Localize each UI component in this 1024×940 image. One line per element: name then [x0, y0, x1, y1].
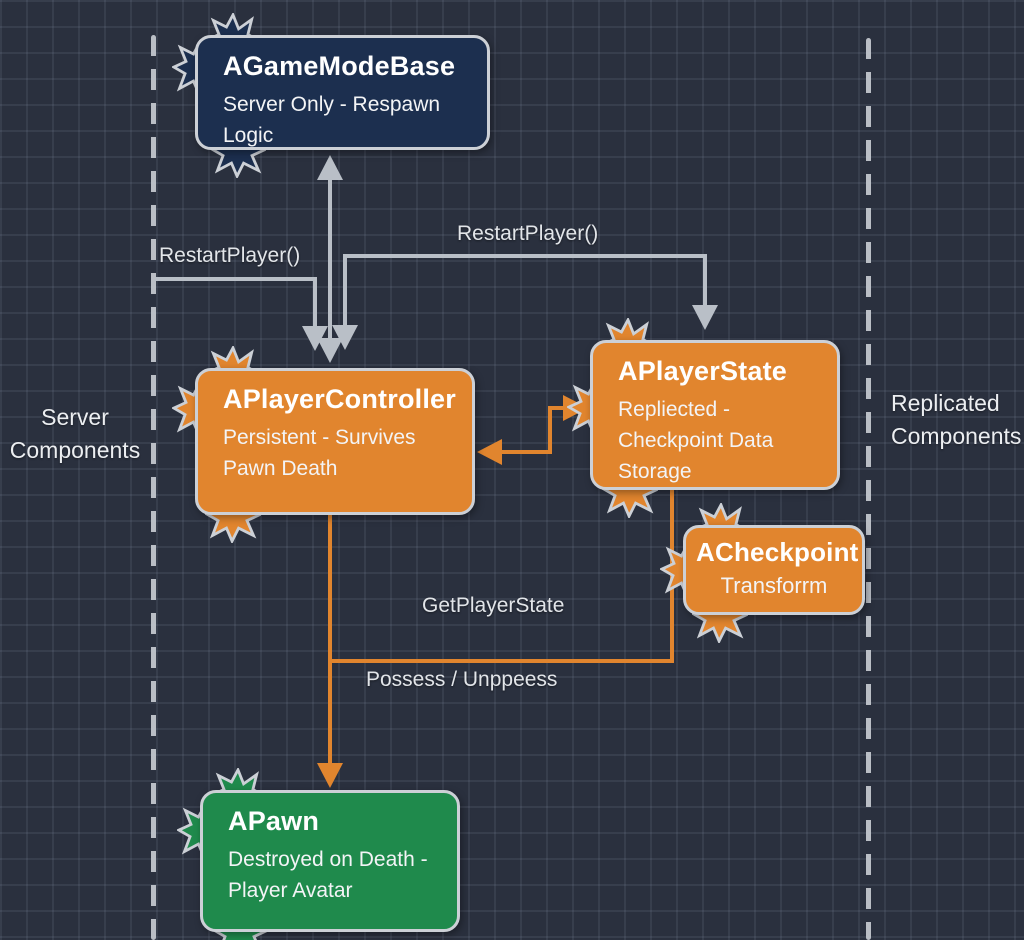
edge-restartplayer-left-hline — [155, 277, 317, 281]
node-subtitle: Destroyed on Death - Player Avatar — [228, 848, 428, 902]
node-agamemodebase: AGameModeBase Server Only - Respawn Logi… — [195, 35, 490, 150]
edge-label-possess: Possess / Unppeess — [366, 668, 558, 691]
lane-divider-right — [866, 38, 871, 940]
edge-label-restartplayer-right: RestartPlayer() — [457, 222, 599, 245]
node-subtitle: Transforrm — [720, 573, 828, 598]
lane-label-server-line1: Server — [41, 404, 109, 430]
edge-restartplayer-right-vline-left — [343, 254, 347, 326]
arrowhead-up-icon — [317, 155, 343, 180]
node-aplayerstate: APlayerState Repliected - Checkpoint Dat… — [590, 340, 840, 490]
arrowhead-down-icon — [317, 763, 343, 788]
node-title: ACheckpoint — [696, 537, 859, 567]
node-title: AGameModeBase — [223, 51, 456, 81]
edge-label-restartplayer-left: RestartPlayer() — [159, 244, 301, 267]
arrowhead-down-icon — [332, 325, 358, 350]
node-title: APawn — [228, 806, 320, 836]
arrowhead-left-icon — [477, 439, 502, 465]
edge-possess-vline — [328, 514, 332, 766]
node-subtitle: Persistent - Survives Pawn Death — [223, 426, 416, 480]
node-acheckpoint: ACheckpoint Transforrm — [683, 525, 865, 615]
lane-label-replicated: Replicated Components — [891, 387, 1024, 453]
arrowhead-down-icon — [302, 326, 328, 351]
edge-controller-state-vline — [548, 406, 552, 454]
lane-divider-left — [151, 35, 156, 940]
arrowhead-down-icon — [692, 305, 718, 330]
node-title: APlayerState — [618, 356, 787, 386]
edge-restartplayer-right-hline — [343, 254, 707, 258]
edge-controller-state-hline-bottom — [499, 450, 552, 454]
node-title: APlayerController — [223, 384, 456, 414]
lane-label-server: Server Components — [5, 401, 145, 467]
node-aplayercontroller: APlayerController Persistent - Survives … — [195, 368, 475, 515]
edge-label-getplayerstate: GetPlayerState — [422, 594, 565, 617]
edge-restartplayer-right-vline-right — [703, 254, 707, 306]
node-subtitle: Repliected - Checkpoint Data Storage — [618, 398, 774, 483]
lane-label-replicated-line2: Components — [891, 423, 1022, 449]
edge-gamemode-playercontroller-line — [328, 172, 332, 344]
edge-controller-state-hline-top — [550, 406, 568, 410]
node-apawn: APawn Destroyed on Death - Player Avatar — [200, 790, 460, 932]
edge-possess-hline — [328, 659, 674, 663]
edge-restartplayer-left-vline — [313, 277, 317, 327]
lane-label-replicated-line1: Replicated — [891, 390, 1000, 416]
node-subtitle: Server Only - Respawn Logic — [223, 93, 441, 147]
lane-label-server-line2: Components — [9, 437, 141, 463]
